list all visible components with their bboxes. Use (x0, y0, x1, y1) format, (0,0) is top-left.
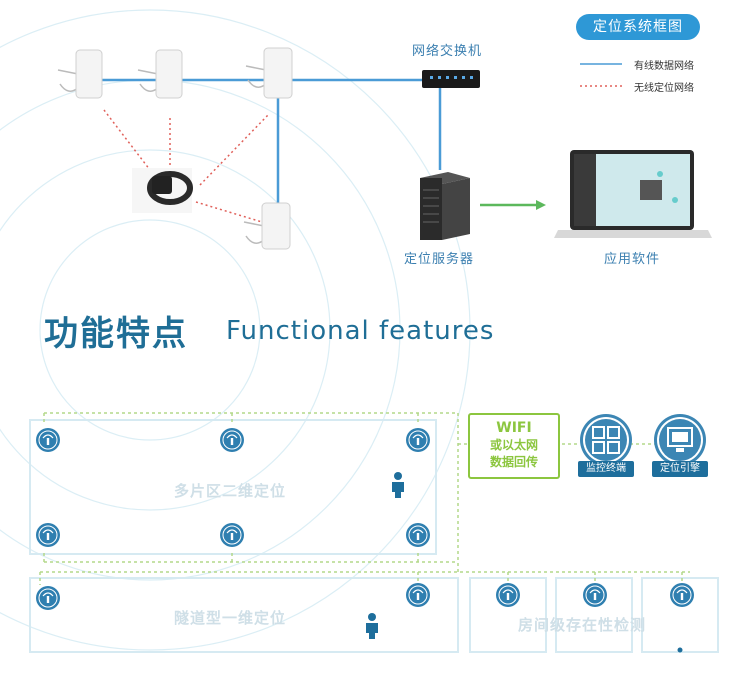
positioning-engine-tag: 定位引擎 (652, 461, 708, 477)
person-icon (366, 613, 378, 639)
legend-wireless-label: 无线定位网络 (634, 83, 694, 94)
wireless-access-point-icon (57, 49, 103, 99)
transfer-line-2: 或以太网 (489, 438, 538, 452)
section-title-cn: 功能特点 (44, 314, 188, 354)
network-switch-icon (422, 70, 480, 88)
server-label: 定位服务器 (404, 252, 475, 267)
server-to-app-arrow (480, 200, 546, 210)
wireless-network-lines (103, 109, 269, 223)
anchor-beacon-icon (583, 583, 607, 607)
anchor-beacon-icon (220, 523, 244, 547)
decorative-circles (0, 9, 471, 651)
anchor-beacon-icon (220, 428, 244, 452)
zone-2d-label: 多片区二维定位 (174, 482, 287, 500)
anchor-beacon-icon (670, 583, 694, 607)
wireless-access-point-icon (245, 47, 293, 99)
legend-wired-label: 有线数据网络 (634, 61, 694, 72)
wireless-access-point-icon (137, 49, 183, 99)
small-dot (677, 647, 683, 653)
anchor-beacon-icon (496, 583, 520, 607)
app-label: 应用软件 (604, 252, 661, 267)
zone-room-label: 房间级存在性检测 (518, 616, 647, 634)
positioning-engine-icon (654, 414, 706, 466)
laptop-icon (554, 150, 712, 238)
anchor-beacon-icon (36, 428, 60, 452)
legend-title: 定位系统框图 (576, 14, 700, 40)
zone-1d-label: 隧道型一维定位 (174, 609, 287, 627)
wireless-access-point-icon (243, 202, 291, 250)
anchor-beacon-icon (406, 523, 430, 547)
data-transfer-box: WIFI 或以太网 数据回传 (468, 413, 560, 479)
transfer-line-1: WIFI (496, 420, 532, 436)
server-tower-icon (420, 172, 470, 240)
monitor-terminal-tag: 监控终端 (578, 461, 634, 477)
monitor-terminal-icon (580, 414, 632, 466)
anchor-beacon-icon (36, 586, 60, 610)
anchor-beacon-icons (36, 428, 694, 610)
data-backhaul-dashes (39, 412, 690, 585)
section-title-en: Functional features (226, 316, 495, 346)
anchor-beacon-icon (406, 428, 430, 452)
anchor-beacon-icon (36, 523, 60, 547)
person-icon (392, 472, 404, 498)
anchor-beacon-icon (406, 583, 430, 607)
wristband-tag-icon (132, 168, 193, 213)
switch-label: 网络交换机 (412, 44, 483, 59)
transfer-line-3: 数据回传 (489, 455, 538, 469)
